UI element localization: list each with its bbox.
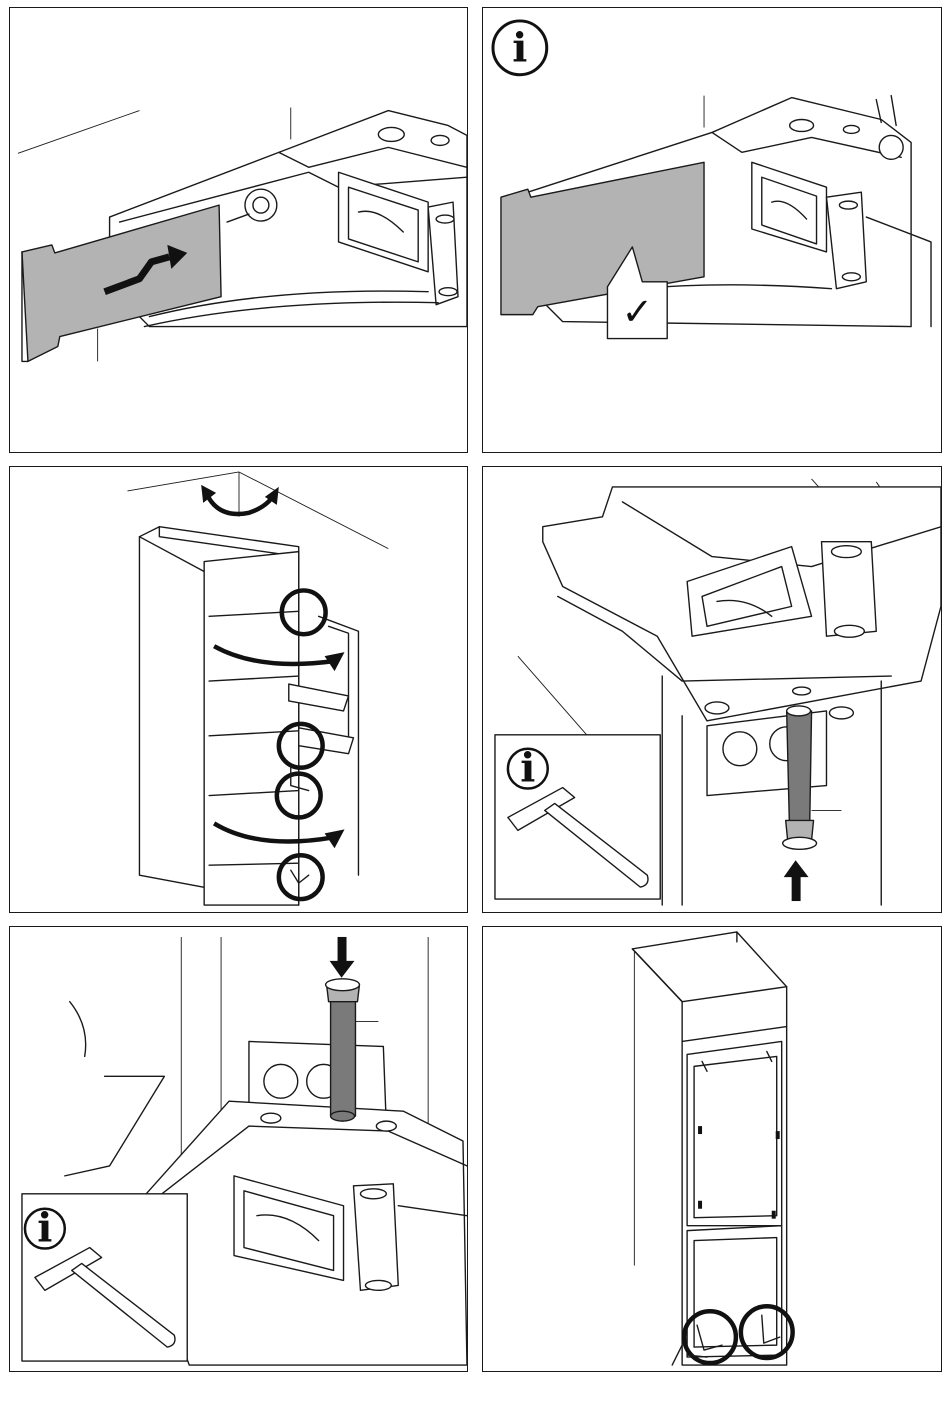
appliance-rotation-illustration (10, 467, 467, 912)
step-reverse-door (9, 466, 468, 913)
step-built-in-view (482, 926, 942, 1372)
step-cover-fitted: i ✓ (482, 7, 942, 453)
step-insert-pin-up: i (482, 466, 942, 913)
pin-push-down-illustration: i (10, 927, 467, 1371)
step-insert-pin-down: i (9, 926, 468, 1372)
info-icon: i (493, 21, 547, 75)
cover-insertion-illustration (10, 8, 467, 452)
pin-insertion-illustration: i (483, 467, 941, 912)
built-in-appliance-illustration (483, 927, 941, 1371)
checkmark-icon: ✓ (621, 290, 653, 334)
info-glyph: i (37, 1206, 52, 1252)
step-insert-cover (9, 7, 468, 453)
info-glyph: i (520, 746, 535, 792)
cover-fitted-illustration: i ✓ (483, 8, 941, 452)
down-arrow-icon (330, 937, 355, 978)
info-glyph: i (512, 26, 527, 72)
rotate-arrows-icon (201, 485, 279, 514)
up-arrow-icon (784, 860, 809, 901)
